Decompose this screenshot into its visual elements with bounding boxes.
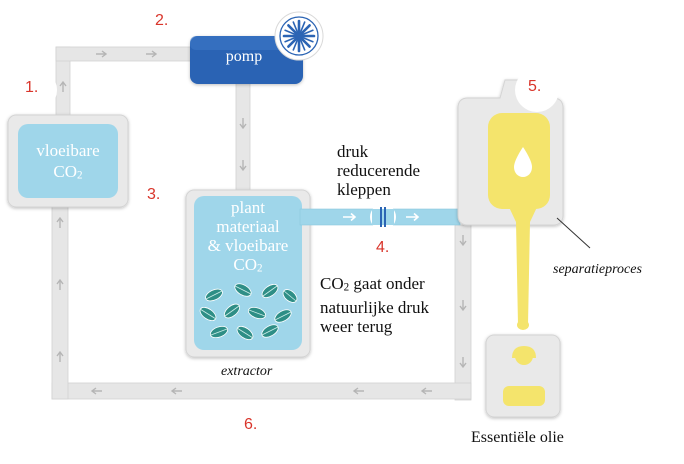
arrow-icon bbox=[343, 212, 357, 222]
extractor-label-line4: CO2 bbox=[233, 255, 263, 275]
collected-oil bbox=[503, 386, 545, 406]
step-number-3: 3. bbox=[147, 186, 161, 203]
return-label-line2: natuurlijke druk bbox=[320, 297, 430, 317]
flow-arrows bbox=[56, 50, 467, 395]
leaf-icon bbox=[205, 288, 223, 302]
arrow-icon bbox=[239, 160, 247, 172]
co2-tank bbox=[7, 114, 129, 208]
extractor-caption: extractor bbox=[221, 364, 273, 379]
separator bbox=[457, 68, 564, 330]
badge-step-4 bbox=[369, 231, 397, 259]
pipe-bottom-return bbox=[51, 382, 472, 400]
pump-label: pomp bbox=[225, 48, 263, 65]
arrow-icon bbox=[420, 387, 432, 395]
leaf-icon bbox=[223, 303, 241, 319]
arrow-icon bbox=[459, 235, 467, 247]
oil-label: Essentiële olie bbox=[471, 429, 564, 446]
valves-label-line3: kleppen bbox=[337, 180, 391, 199]
step-number-1: 1. bbox=[25, 79, 39, 96]
arrow-icon bbox=[406, 212, 420, 222]
leaf-icon bbox=[209, 325, 229, 339]
return-label-line3: weer terug bbox=[320, 316, 393, 336]
extractor-label-line3: & vloeibare bbox=[207, 236, 289, 255]
arrow-icon bbox=[56, 278, 64, 290]
separation-label: separatieproces bbox=[553, 262, 642, 277]
extractor-label-line2: materiaal bbox=[216, 217, 280, 236]
badge-step-1 bbox=[13, 68, 57, 112]
pipe-top-to-pump bbox=[55, 46, 197, 62]
pump bbox=[190, 11, 324, 84]
valves-label: druk reducerende kleppen bbox=[337, 142, 420, 199]
oil-jar bbox=[485, 334, 561, 418]
leaf-icon bbox=[234, 283, 252, 297]
tank-label: vloeibare CO2 bbox=[18, 140, 118, 187]
leaf-icon bbox=[282, 289, 298, 303]
arrow-icon bbox=[459, 300, 467, 312]
return-label: CO2 gaat onder natuurlijke druk weer ter… bbox=[320, 274, 429, 336]
leaf-icon bbox=[261, 284, 279, 298]
pipe-network bbox=[51, 46, 472, 401]
extractor-liquid bbox=[194, 196, 302, 350]
arrow-icon bbox=[459, 357, 467, 369]
arrow-icon bbox=[90, 387, 102, 395]
arrow-icon bbox=[239, 118, 247, 130]
tank-label-line2: CO2 bbox=[53, 162, 83, 182]
separation-pointer bbox=[556, 217, 591, 249]
plant-leaves bbox=[199, 283, 298, 340]
extractor-label: plant materiaal & vloeibare CO2 bbox=[194, 198, 302, 279]
leaf-icon bbox=[236, 326, 254, 340]
step-number-5: 5. bbox=[528, 78, 542, 95]
pipe-pump-down bbox=[235, 81, 251, 195]
leaf-icon bbox=[274, 309, 292, 323]
arrow-icon bbox=[56, 350, 64, 362]
leaf-icon bbox=[199, 307, 217, 321]
valves-label-line2: reducerende bbox=[337, 161, 421, 180]
return-label-line1: CO2 gaat onder bbox=[320, 274, 425, 294]
outlet-pipe bbox=[299, 204, 461, 230]
leaf-icon bbox=[247, 306, 267, 320]
valves-label-line1: druk bbox=[337, 142, 369, 161]
extractor-label-line1: plant bbox=[231, 198, 265, 217]
arrow-icon bbox=[59, 80, 67, 92]
tank-label-line1: vloeibare bbox=[36, 141, 100, 160]
arrow-icon bbox=[96, 50, 108, 58]
fan-icon bbox=[274, 11, 324, 61]
tank-liquid bbox=[18, 124, 118, 198]
badge-step-6 bbox=[231, 403, 279, 451]
pipe-separator-down bbox=[454, 224, 472, 401]
extractor bbox=[185, 189, 311, 358]
arrow-icon bbox=[56, 216, 64, 228]
leaf-icon bbox=[261, 324, 279, 338]
step-number-2: 2. bbox=[155, 12, 169, 29]
oil-drop-icon bbox=[514, 147, 532, 177]
step-number-6: 6. bbox=[244, 416, 258, 433]
arrow-icon bbox=[170, 387, 182, 395]
step-number-4: 4. bbox=[376, 239, 390, 256]
arrow-icon bbox=[352, 387, 364, 395]
arrow-icon bbox=[146, 50, 158, 58]
pressure-valve-icon bbox=[370, 204, 396, 230]
